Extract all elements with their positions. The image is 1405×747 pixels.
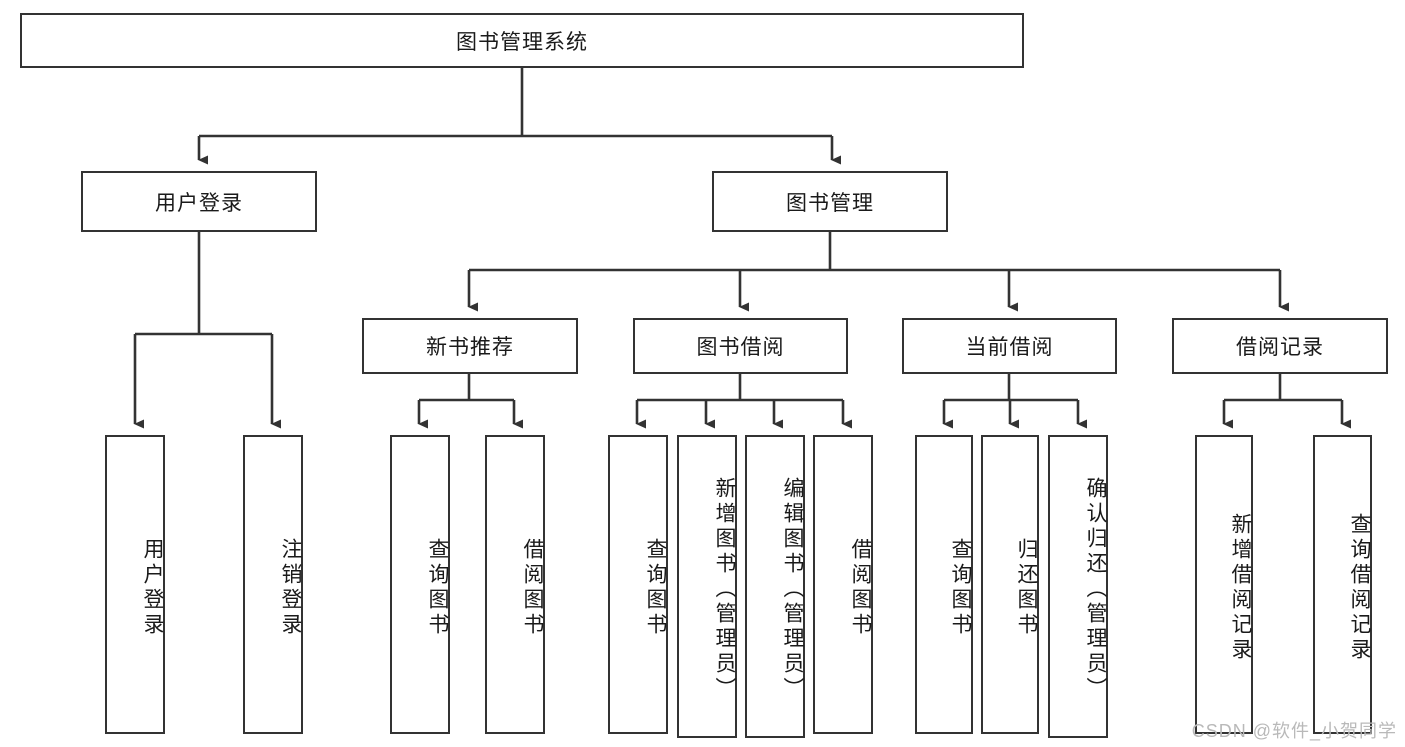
node-book-management[interactable]: 图书管理 <box>712 171 948 232</box>
leaf-logout-label: 注销登录 <box>279 537 302 638</box>
leaf-query-borrow-record[interactable]: 查询借阅记录 <box>1313 435 1372 734</box>
leaf-query-book-3-label: 查询图书 <box>949 537 972 638</box>
node-root-label: 图书管理系统 <box>456 30 588 54</box>
node-current-borrow[interactable]: 当前借阅 <box>902 318 1117 374</box>
leaf-query-book-3[interactable]: 查询图书 <box>915 435 973 734</box>
leaf-edit-book-label: 编辑图书（管理员） <box>781 477 804 702</box>
leaf-query-book-1[interactable]: 查询图书 <box>390 435 450 734</box>
leaf-borrow-book-2[interactable]: 借阅图书 <box>813 435 873 734</box>
leaf-query-borrow-record-label: 查询借阅记录 <box>1348 512 1371 663</box>
node-borrow-record[interactable]: 借阅记录 <box>1172 318 1388 374</box>
leaf-confirm-return[interactable]: 确认归还（管理员） <box>1048 435 1108 738</box>
leaf-add-book[interactable]: 新增图书（管理员） <box>677 435 737 738</box>
node-user-login[interactable]: 用户登录 <box>81 171 317 232</box>
leaf-add-borrow-record-label: 新增借阅记录 <box>1229 512 1252 663</box>
watermark: CSDN @软件_小贺同学 <box>1191 721 1397 741</box>
node-new-book-recommend[interactable]: 新书推荐 <box>362 318 578 374</box>
leaf-query-book-2[interactable]: 查询图书 <box>608 435 668 734</box>
leaf-confirm-return-label: 确认归还（管理员） <box>1084 477 1107 702</box>
node-new-book-recommend-label: 新书推荐 <box>426 336 514 359</box>
leaf-logout[interactable]: 注销登录 <box>243 435 303 734</box>
node-book-borrow-label: 图书借阅 <box>696 336 785 359</box>
node-book-management-label: 图书管理 <box>786 191 874 215</box>
node-borrow-record-label: 借阅记录 <box>1236 336 1324 359</box>
leaf-borrow-book-1-label: 借阅图书 <box>521 537 544 638</box>
leaf-query-book-1-label: 查询图书 <box>426 537 449 638</box>
leaf-add-book-label: 新增图书（管理员） <box>713 477 736 702</box>
leaf-user-login-label: 用户登录 <box>141 537 164 638</box>
node-root[interactable]: 图书管理系统 <box>20 13 1024 68</box>
leaf-borrow-book-1[interactable]: 借阅图书 <box>485 435 545 734</box>
leaf-borrow-book-2-label: 借阅图书 <box>849 537 872 638</box>
node-user-login-label: 用户登录 <box>155 191 243 215</box>
node-book-borrow[interactable]: 图书借阅 <box>633 318 848 374</box>
leaf-return-book[interactable]: 归还图书 <box>981 435 1039 734</box>
leaf-add-borrow-record[interactable]: 新增借阅记录 <box>1195 435 1253 734</box>
leaf-edit-book[interactable]: 编辑图书（管理员） <box>745 435 805 738</box>
node-current-borrow-label: 当前借阅 <box>965 336 1054 359</box>
leaf-query-book-2-label: 查询图书 <box>644 537 667 638</box>
leaf-user-login[interactable]: 用户登录 <box>105 435 165 734</box>
leaf-return-book-label: 归还图书 <box>1015 537 1038 638</box>
